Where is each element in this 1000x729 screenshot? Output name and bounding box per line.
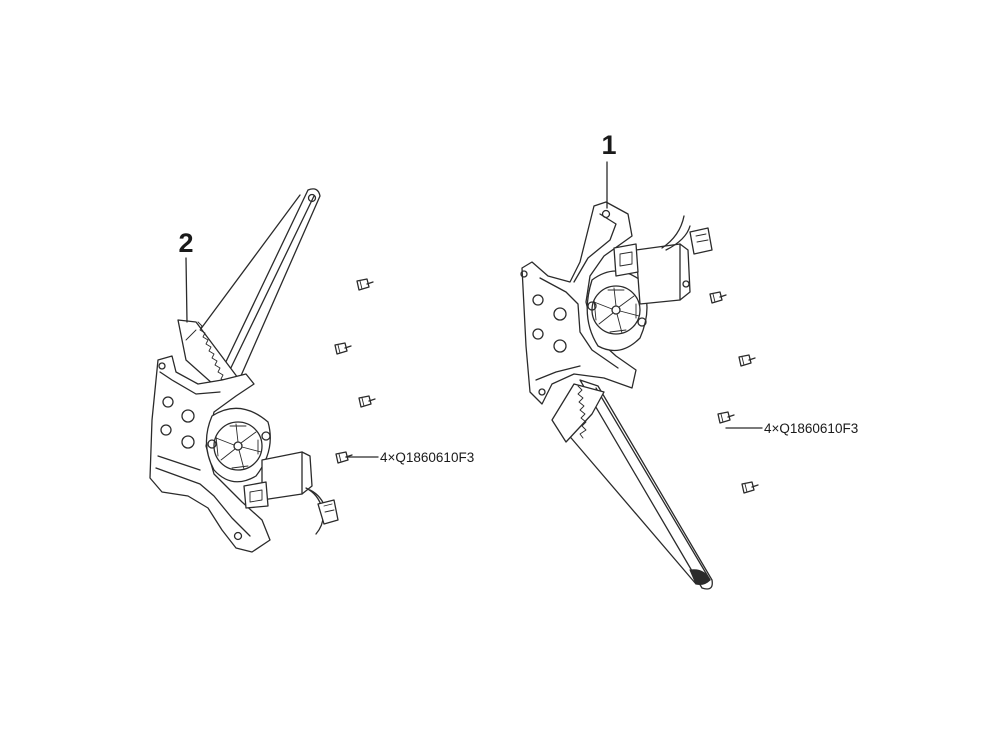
bolt-icon [709, 291, 727, 304]
bolt-icon [741, 481, 759, 494]
bolt-icon [717, 411, 735, 424]
base-plate-left [149, 355, 271, 553]
wire-connector-left [305, 487, 339, 535]
motor-body-left [243, 451, 313, 509]
fasteners-right [709, 291, 759, 494]
leader-line-left [185, 257, 188, 323]
window-regulator-right [520, 201, 713, 590]
bolt-icon [358, 395, 376, 408]
wire-connector-right [661, 215, 713, 255]
regulator-arm-left [199, 188, 321, 379]
base-plate-right [520, 201, 637, 405]
motor-body-right [613, 243, 691, 305]
callout-number-right: 1 [601, 130, 616, 160]
callout-number-left: 2 [178, 228, 193, 258]
bolt-icon [738, 354, 756, 367]
motor-drum-right [586, 270, 648, 352]
bolt-icon [335, 451, 353, 464]
regulator-arm-right [565, 379, 713, 590]
bolt-icon [356, 278, 374, 291]
fasteners-left [334, 278, 376, 464]
gear-sector-right [551, 383, 605, 443]
window-regulator-left [149, 188, 339, 553]
fastener-label-right: 4×Q1860610F3 [764, 421, 858, 436]
motor-drum-left [205, 407, 271, 483]
bolt-icon [334, 342, 352, 355]
fastener-label-left: 4×Q1860610F3 [380, 450, 474, 465]
